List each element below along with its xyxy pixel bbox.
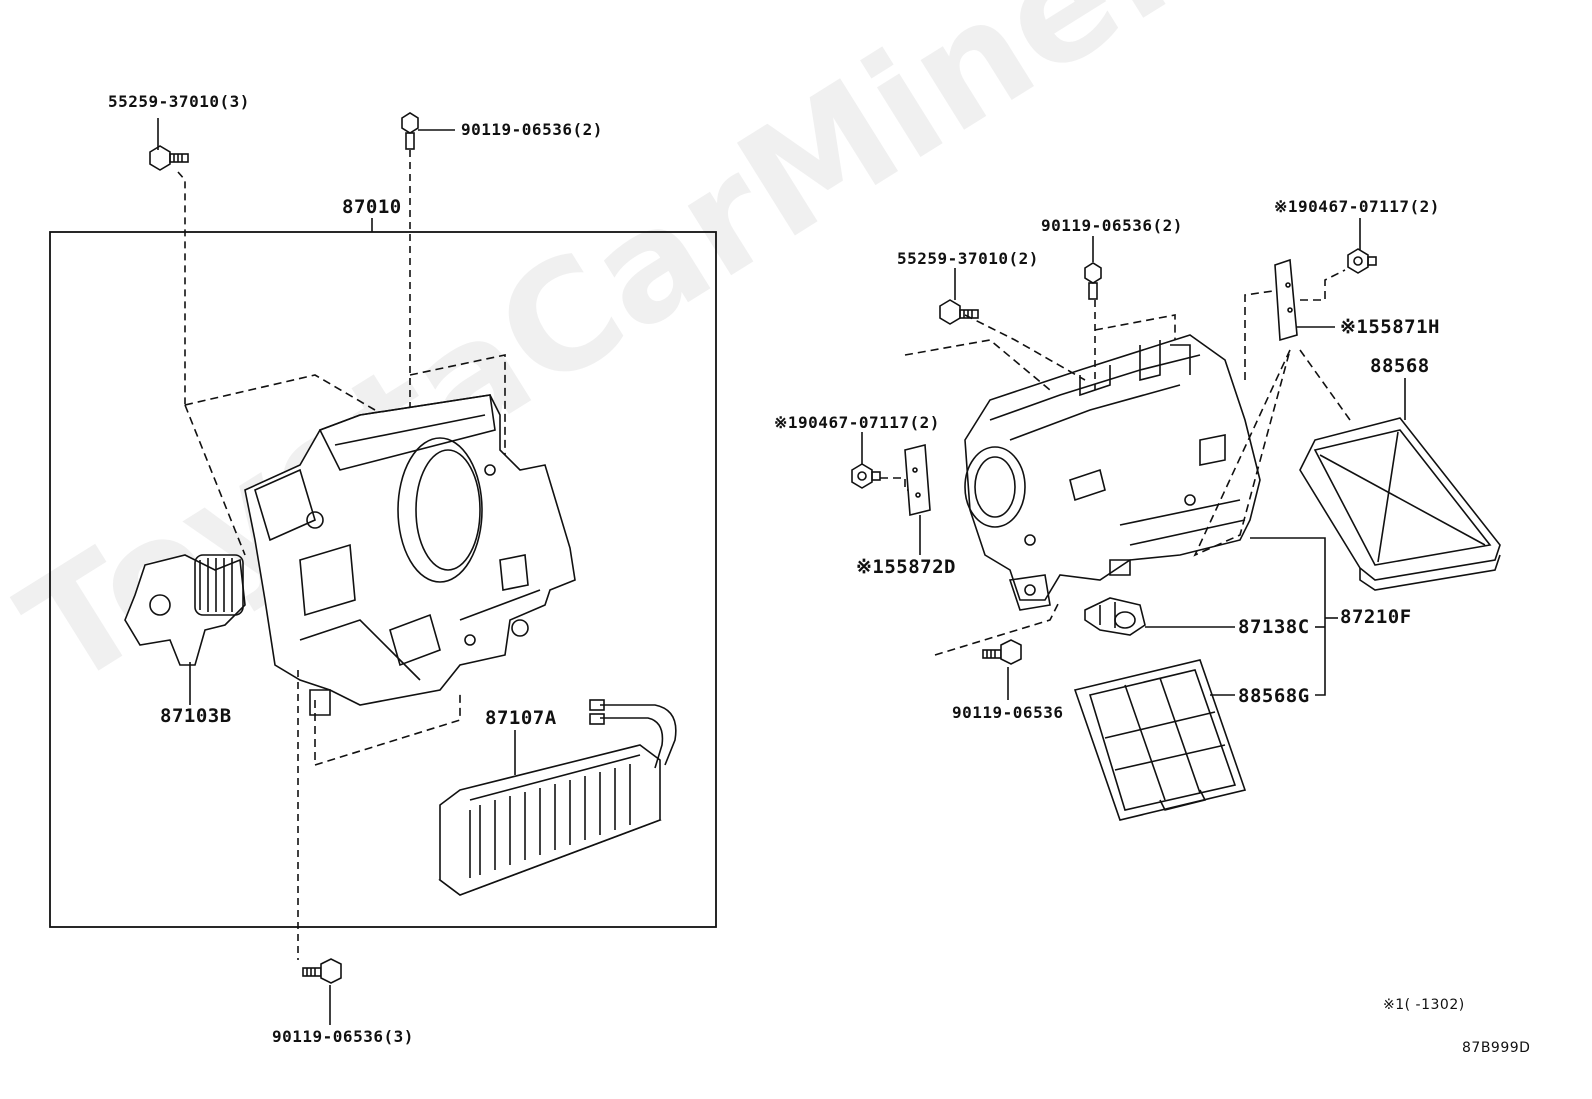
label-90467-07117-right: ※190467-07117(2)	[1274, 197, 1440, 216]
clip-icon	[851, 463, 881, 489]
label-87107a: 87107A	[485, 707, 557, 729]
dashed-guide	[184, 374, 376, 411]
label-87010: 87010	[342, 196, 402, 218]
screw-icon	[982, 639, 1022, 665]
label-55259-37010-3: 55259-37010(3)	[108, 92, 250, 111]
label-90119-06536-single: 90119-06536	[952, 703, 1064, 722]
dashed-guide	[904, 339, 1051, 391]
resistor-87138c-icon	[1084, 597, 1146, 636]
heater-unit-housing	[244, 394, 576, 716]
dashed-guide	[1244, 289, 1281, 380]
clip-icon	[1347, 248, 1377, 274]
screw-icon	[401, 112, 419, 150]
label-55872d: ※155872D	[856, 556, 956, 578]
cooling-unit-case	[964, 334, 1261, 611]
bolt-icon	[149, 145, 189, 171]
unit-87010-frame	[49, 231, 717, 928]
screw-icon	[302, 958, 342, 984]
screw-icon	[1084, 262, 1102, 300]
dashed-guide	[934, 599, 1061, 656]
label-90119-06536-top: 90119-06536(2)	[461, 120, 603, 139]
seal-55871h-icon	[1274, 258, 1298, 342]
seal-55872d-icon	[904, 443, 931, 517]
dashed-guide	[314, 690, 461, 767]
dashed-guide	[409, 354, 506, 460]
label-88568g: 88568G	[1238, 685, 1310, 707]
bracket-87210f	[1250, 537, 1326, 696]
label-90119-06536-right-top: 90119-06536(2)	[1041, 216, 1183, 235]
dashed-guide	[184, 404, 246, 556]
label-55871h: ※155871H	[1340, 316, 1440, 338]
label-90119-06536-bottom: 90119-06536(3)	[272, 1027, 414, 1046]
dashed-guide	[177, 171, 186, 405]
label-90467-07117-left: ※190467-07117(2)	[774, 413, 940, 432]
label-88568: 88568	[1370, 355, 1430, 377]
dashed-guide	[1193, 349, 1291, 557]
blower-motor-icon	[124, 554, 246, 666]
dashed-guide	[964, 314, 1086, 381]
dashed-guide	[1094, 314, 1176, 340]
footnote: ※1( -1302)	[1383, 997, 1465, 1013]
dashed-guide	[1300, 269, 1346, 301]
label-87103b: 87103B	[160, 705, 232, 727]
label-87138c: 87138C	[1238, 616, 1310, 638]
filter-88568g-icon	[1073, 659, 1247, 821]
label-55259-37010-2: 55259-37010(2)	[897, 249, 1039, 268]
figure-code: 87B999D	[1462, 1040, 1531, 1056]
bolt-icon	[939, 299, 979, 325]
dashed-guide	[1299, 349, 1351, 421]
heater-core-icon	[438, 699, 677, 896]
label-87210f: 87210F	[1340, 606, 1412, 628]
filter-88568-icon	[1299, 417, 1501, 591]
